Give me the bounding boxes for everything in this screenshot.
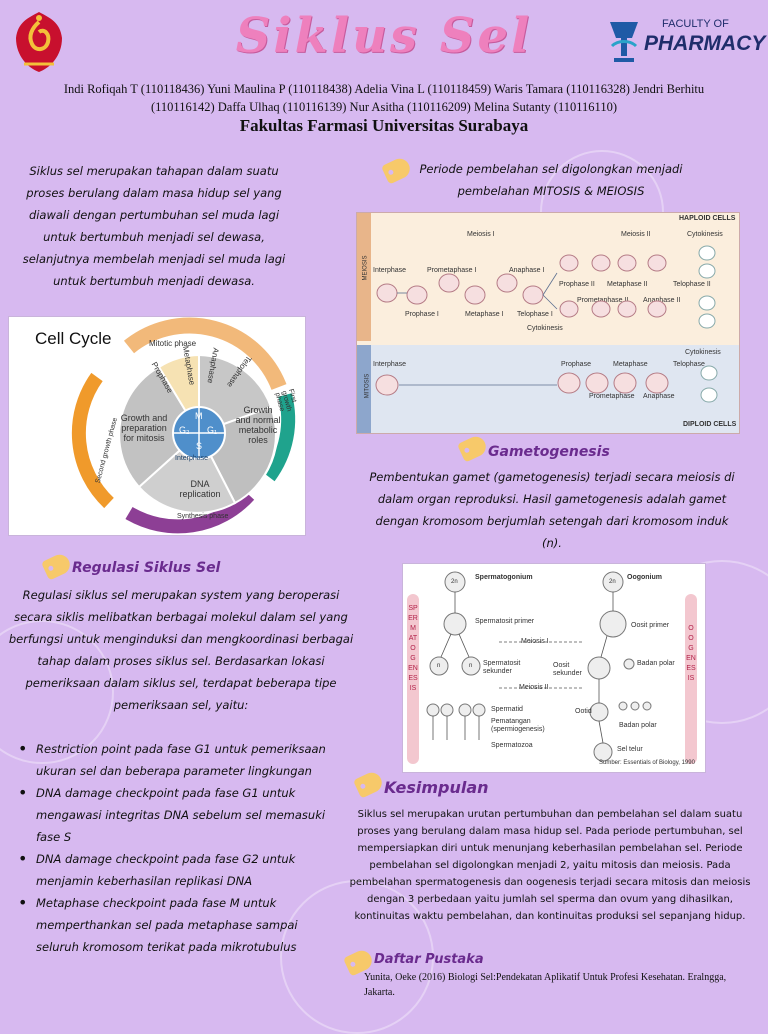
cell-n-label: n <box>437 663 441 669</box>
cytokinesis-mitosis-label: Cytokinesis <box>685 349 721 356</box>
mitotic-arrow <box>123 317 287 391</box>
mitosis-band <box>357 345 371 433</box>
anaphase-label: Anaphase <box>643 393 675 400</box>
g2-description: Growth and preparation for mitosis <box>120 413 168 443</box>
kesimpulan-heading: Kesimpulan <box>384 778 489 797</box>
meiosis-band <box>357 213 371 341</box>
anaphase-ii-label: Anaphase II <box>643 297 681 304</box>
first-growth-arrow <box>263 393 296 482</box>
spermatosit-primer-label: Spermatosit primer <box>475 618 535 625</box>
telophase-i-label: Telophase I <box>517 311 553 318</box>
anaphase-i-label: Anaphase I <box>509 267 545 274</box>
prometaphase-label: Prometaphase <box>589 393 635 400</box>
kesimpulan-text: Siklus sel merupakan urutan pertumbuhan … <box>349 809 751 922</box>
spermatogenesis-side-label: SPERMATOGENESIS <box>408 605 418 692</box>
author-list: Indi Rofiqah T (110118436) Yuni Maulina … <box>63 82 705 114</box>
telophase-label: Telophase <box>673 361 705 368</box>
gametogenesis-text: Pembentukan gamet (gametogenesis) terjad… <box>369 470 735 550</box>
list-item: Restriction point pada fase G1 untuk pem… <box>16 738 326 782</box>
interphase-label: Interphase <box>175 455 209 462</box>
cell-cycle-title: Cell Cycle <box>35 329 112 348</box>
cell-drawings <box>375 245 718 403</box>
cytokinesis-i-label: Cytokinesis <box>527 325 563 332</box>
interphase-mitosis-label: Interphase <box>373 361 407 368</box>
pematangan-label: Pematangan (spermiogenesis) <box>491 718 545 733</box>
telophase-ii-label: Telophase II <box>673 281 711 288</box>
interphase-meiosis-label: Interphase <box>373 267 407 274</box>
mitosis-region <box>357 345 739 433</box>
oosit-sekunder-label: Oosit sekunder <box>553 662 582 677</box>
badan-polar-label: Badan polar <box>637 660 675 667</box>
spermatogenesis-bar <box>407 594 419 764</box>
list-item: DNA damage checkpoint pada fase G1 untuk… <box>16 782 326 848</box>
s-description: DNA replication <box>179 479 221 499</box>
oogenesis-side-label: OOGENESIS <box>686 625 696 682</box>
prophase-label: Prophase <box>561 361 591 368</box>
list-item: Metaphase checkpoint pada fase M untuk m… <box>16 892 326 958</box>
prophase-ii-label: Prophase II <box>559 281 595 288</box>
cell-2n-label: 2n <box>451 579 458 585</box>
s-label: S <box>196 441 203 451</box>
g1-description: Growth and normal metabolic roles <box>235 405 281 445</box>
logo-main-text: PHARMACY <box>644 32 766 55</box>
m-label: M <box>195 411 203 421</box>
haploid-label: HAPLOID CELLS <box>679 215 736 222</box>
page-title: Siklus Sel <box>235 8 533 64</box>
spermatozoa-label: Spermatozoa <box>491 742 533 749</box>
pustaka-text: Yunita, Oeke (2016) Biologi Sel:Pendekat… <box>364 972 727 998</box>
spermatogonium-label: Spermatogonium <box>475 574 533 581</box>
mitotic-phase-label: Mitotic phase <box>149 339 197 348</box>
tag-icon <box>456 433 490 463</box>
regulasi-heading: Regulasi Siklus Sel <box>72 560 221 576</box>
oosit-primer-label: Oosit primer <box>631 622 670 629</box>
university-logo <box>10 8 68 76</box>
second-growth-arrow <box>71 372 114 509</box>
faculty-name: Fakultas Farmasi Universitas Surabaya <box>239 116 529 135</box>
cell-cycle-diagram: Cell Cycle Mitotic phase Prophase Metaph… <box>8 316 306 536</box>
prophase-i-label: Prophase I <box>405 311 439 318</box>
prometaphase-i-label: Prometaphase I <box>427 267 477 274</box>
tag-icon <box>40 551 74 581</box>
metaphase-ii-label: Metaphase II <box>607 281 648 288</box>
source-label: Sumber: Essentials of Biology, 1990 <box>599 760 695 766</box>
intro-paragraph: Siklus sel merupakan tahapan dalam suatu… <box>22 164 286 288</box>
cell-2n-label: 2n <box>609 579 616 585</box>
metaphase-label: Metaphase <box>613 361 648 368</box>
g1-label: G₁ <box>207 425 218 435</box>
cytokinesis-label: Cytokinesis <box>687 231 723 238</box>
cell-n-label: n <box>469 663 473 669</box>
spermatid-label: Spermatid <box>491 706 523 713</box>
meiosis-i-label: Meiosis I <box>467 231 495 238</box>
meiosis-i-label: Meiosis I <box>521 638 549 645</box>
gameto-cells <box>426 571 652 762</box>
synthesis-arrow <box>125 490 255 534</box>
sel-telur-label: Sel telur <box>617 746 643 753</box>
oogenesis-bar <box>685 594 697 764</box>
gametogenesis-diagram: SPERMATOGENESIS OOGENESIS <box>402 563 706 773</box>
g2-label: G₂ <box>179 425 190 435</box>
pharmacy-logo: FACULTY OF PHARMACY <box>604 14 765 68</box>
list-item: DNA damage checkpoint pada fase G2 untuk… <box>16 848 326 892</box>
checkpoint-list: Restriction point pada fase G1 untuk pem… <box>16 738 326 958</box>
prometaphase-ii-label: Prometaphase II <box>577 297 629 304</box>
regulasi-text: Regulasi siklus sel merupakan system yan… <box>8 588 354 712</box>
meiosis-ii-label: Meiosis II <box>621 231 651 238</box>
pharmacy-icon <box>610 22 638 62</box>
periode-text: Periode pembelahan sel digolongkan menja… <box>419 162 683 198</box>
synthesis-label: Synthesis phase <box>177 513 229 520</box>
spermatosit-sekunder-label: Spermatosit sekunder <box>483 660 521 675</box>
logo-top-text: FACULTY OF <box>662 18 729 30</box>
oogonium-label: Oogonium <box>627 574 662 581</box>
ootid-label: Ootid <box>575 708 592 715</box>
badan-polar-2-label: Badan polar <box>619 722 657 729</box>
metaphase-i-label: Metaphase I <box>465 311 504 318</box>
diploid-label: DIPLOID CELLS <box>683 421 737 428</box>
gametogenesis-heading: Gametogenesis <box>488 444 610 460</box>
meiosis-mitosis-diagram: MEIOSIS MITOSIS HAPLOID CELLS DIPLOID CE… <box>356 212 740 434</box>
pustaka-heading: Daftar Pustaka <box>374 952 484 967</box>
tag-icon <box>352 769 386 799</box>
meiosis-ii-label: Meiosis II <box>519 684 549 691</box>
